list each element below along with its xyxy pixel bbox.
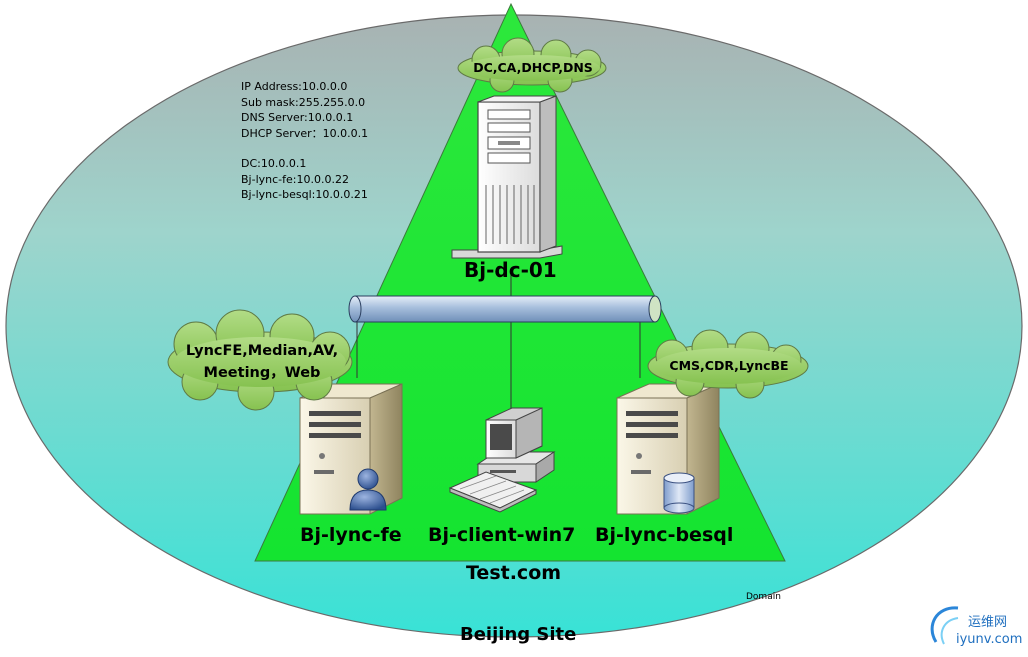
workstation-icon <box>448 407 556 513</box>
info-ip: IP Address:10.0.0.0 <box>241 80 348 93</box>
tower-server-icon <box>451 95 563 259</box>
info-fe-ip: Bj-lync-fe:10.0.0.22 <box>241 172 349 186</box>
besql-host-label: Bj-lync-besql <box>595 524 734 546</box>
site-label: Beijing Site <box>460 624 577 645</box>
cloud-icon <box>647 329 809 399</box>
server-icon <box>299 383 403 515</box>
client-host-label: Bj-client-win7 <box>428 524 576 546</box>
dc-host-label: Bj-dc-01 <box>464 258 557 282</box>
watermark-logo-icon <box>930 606 959 645</box>
info-dc-ip: DC:10.0.0.1 <box>241 157 307 170</box>
fe-roles-line2: Meeting，Web <box>203 365 321 381</box>
domain-caption: Domain <box>746 592 781 602</box>
info-dhcp: DHCP Server：10.0.0.1 <box>241 126 369 140</box>
network-info-block: IP Address:10.0.0.0 Sub mask:255.255.0.0… <box>241 79 368 203</box>
info-besql-ip: Bj-lync-besql:10.0.0.21 <box>241 188 368 201</box>
fe-roles-line1: LyncFE,Median,AV, <box>185 343 339 359</box>
database-icon <box>663 472 695 514</box>
cloud-icon <box>457 37 607 93</box>
info-mask: Sub mask:255.255.0.0 <box>241 95 366 109</box>
fe-roles: LyncFE,Median,AV, Meeting，Web <box>172 340 352 384</box>
domain-name-label: Test.com <box>466 562 562 584</box>
watermark-url: iyunv.com <box>956 632 1023 647</box>
dc-roles: DC,CA,DHCP,DNS <box>473 60 593 75</box>
info-dns: DNS Server:10.0.0.1 <box>241 111 354 124</box>
user-icon <box>349 468 387 511</box>
cloud-icon <box>167 309 353 411</box>
besql-roles: CMS,CDR,LyncBE <box>669 358 789 373</box>
watermark-cn: 运维网 <box>968 615 1008 630</box>
network-pipe-icon <box>348 295 662 323</box>
fe-host-label: Bj-lync-fe <box>300 524 402 546</box>
